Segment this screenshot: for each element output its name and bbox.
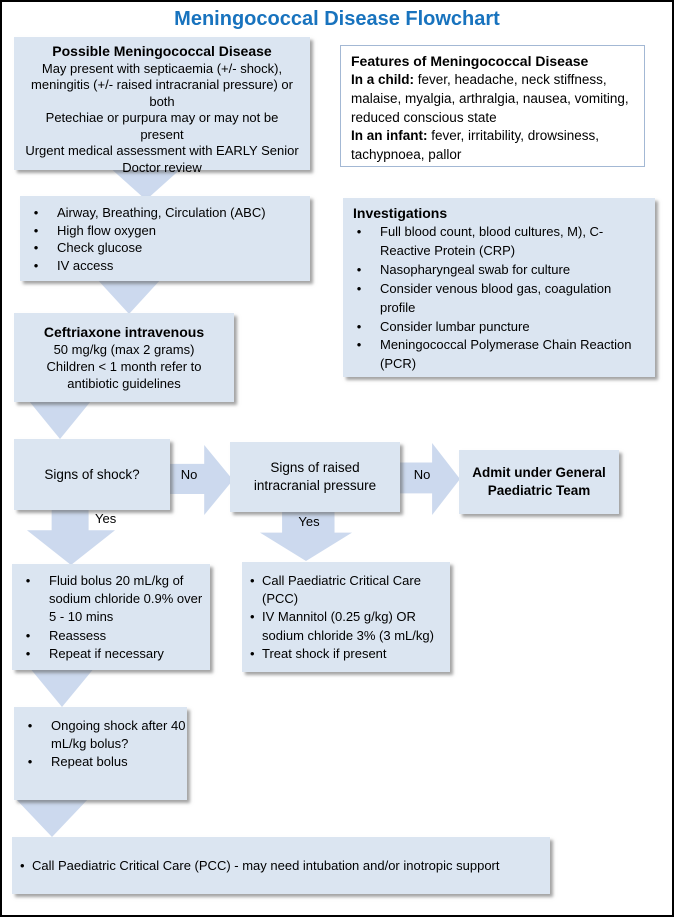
possible-disease-text: Petechiae or purpura may or may not be p… (45, 110, 279, 142)
list-item-text: Full blood count, blood cultures, M), C-… (380, 224, 604, 259)
bullet-icon: • (25, 573, 31, 588)
list-item: • Full blood count, blood cultures, M), C… (343, 223, 647, 261)
investigations-title: Investigations (353, 205, 448, 221)
possible-disease-title: Possible Meningococcal Disease (52, 43, 272, 59)
ceftriaxone-dose: 50 mg/kg (max 2 grams) (53, 342, 195, 357)
ceftriaxone-box: Ceftriaxone intravenous 50 mg/kg (max 2 … (14, 313, 234, 402)
fluid-bolus-box: • Fluid bolus 20 mL/kg of sodium chloride… (12, 564, 210, 670)
admit-box: Admit under General Paediatric Team (459, 450, 619, 514)
bullet-icon: • (356, 224, 362, 240)
bullet-icon: • (27, 718, 33, 733)
list-item-text: Call Paediatric Critical Care (PCC) (262, 573, 421, 607)
list-item-text: Meningococcal Polymerase Chain Reaction … (380, 337, 632, 372)
bullet-icon: • (356, 337, 362, 353)
possible-disease-text: May present with septicaemia (+/- shock)… (31, 60, 293, 109)
features-title: Features of Meningococcal Disease (351, 53, 589, 69)
list-item: • Repeat if necessary (12, 645, 210, 663)
down-arrow-icon (29, 401, 91, 439)
icp-decision-label: Signs of raised intracranial pressure (253, 460, 377, 493)
pcc-icp-box: • Call Paediatric Critical Care (PCC) • IV… (242, 562, 450, 672)
bullet-icon: • (356, 280, 362, 296)
bullet-icon: • (250, 609, 255, 625)
investigations-box: Investigations • Full blood count, blood … (343, 198, 655, 377)
admit-label: Admit under General Paediatric Team (472, 465, 606, 498)
list-item-text: Consider lumbar puncture (380, 318, 530, 334)
down-arrow-icon (96, 278, 162, 314)
bullet-icon: • (250, 645, 255, 661)
list-item: • High flow oxygen (20, 222, 310, 240)
bullet-icon: • (33, 222, 39, 238)
list-item: • Ongoing shock after 40 mL/kg bolus? (14, 717, 187, 753)
bullet-icon: • (33, 205, 39, 220)
list-item: • Airway, Breathing, Circulation (ABC) (20, 204, 310, 222)
list-item: • Consider lumbar puncture (343, 318, 647, 337)
possible-disease-text: Urgent medical assessment with EARLY Sen… (25, 143, 299, 175)
features-box: Features of Meningococcal Disease In a c… (340, 45, 645, 167)
no-label: No (413, 467, 431, 482)
features-infant-detail: fever, irritability, drowsiness, tachypn… (351, 128, 600, 162)
list-item-text: Check glucose (57, 240, 143, 256)
list-item-text: High flow oxygen (57, 222, 156, 238)
list-item: • Reassess (12, 627, 210, 645)
yes-label: Yes (298, 514, 320, 529)
page-title: Meningococcal Disease Flowchart (174, 8, 500, 30)
bullet-icon: • (25, 645, 31, 661)
bullet-icon: • (20, 857, 25, 873)
features-child-detail: fever, headache, neck stiffness, malaise… (351, 72, 629, 125)
list-item: • IV Mannitol (0.25 g/kg) OR sodium chlor… (250, 608, 444, 644)
abc-box: • Airway, Breathing, Circulation (ABC) • H… (20, 196, 310, 281)
no-label: No (180, 467, 198, 482)
list-item-text: Call Paediatric Critical Care (PCC) - ma… (32, 857, 500, 873)
possible-disease-box: Possible Meningococcal Disease May prese… (14, 37, 310, 175)
list-item-text: Repeat if necessary (49, 645, 164, 661)
list-item: • IV access (20, 257, 310, 275)
shock-decision-box: Signs of shock? (14, 439, 170, 510)
list-item-text: Nasopharyngeal swab for culture (380, 261, 571, 277)
down-arrow-icon (14, 797, 90, 837)
bullet-icon: • (33, 240, 39, 256)
bullet-icon: • (250, 573, 255, 588)
list-item: • Meningococcal Polymerase Chain Reaction… (343, 336, 647, 374)
list-item: • Fluid bolus 20 mL/kg of sodium chloride… (12, 572, 210, 627)
down-arrow-icon (29, 667, 95, 707)
list-item-text: Airway, Breathing, Circulation (ABC) (57, 205, 266, 220)
ceftriaxone-note: Children < 1 month refer to antibiotic g… (46, 359, 202, 392)
list-item-text: IV Mannitol (0.25 g/kg) OR sodium chlori… (262, 609, 434, 643)
pcc-final-box: • Call Paediatric Critical Care (PCC) - m… (12, 837, 550, 894)
list-item: • Check glucose (20, 239, 310, 257)
list-item: • Consider venous blood gas, coagulation … (343, 280, 647, 318)
list-item-text: Reassess (49, 627, 107, 643)
features-child-label: In a child: (351, 72, 415, 88)
ceftriaxone-title: Ceftriaxone intravenous (43, 323, 205, 340)
bullet-icon: • (33, 257, 39, 273)
list-item: • Call Paediatric Critical Care (PCC) - m… (20, 857, 540, 874)
bullet-icon: • (356, 261, 362, 277)
list-item-text: Repeat bolus (51, 754, 128, 770)
bullet-icon: • (27, 754, 33, 770)
bullet-icon: • (356, 318, 362, 334)
list-item-text: Ongoing shock after 40 mL/kg bolus? (51, 718, 186, 752)
list-item-text: IV access (57, 257, 114, 273)
list-item-text: Fluid bolus 20 mL/kg of sodium chloride … (49, 573, 203, 625)
list-item-text: Treat shock if present (262, 645, 387, 661)
icp-decision-box: Signs of raised intracranial pressure (230, 442, 400, 512)
features-child-text: In a child: fever, headache, neck stiffn… (351, 71, 634, 127)
features-infant-label: In an infant: (351, 128, 428, 144)
bullet-icon: • (25, 627, 31, 643)
list-item: • Treat shock if present (250, 645, 444, 663)
ongoing-shock-box: • Ongoing shock after 40 mL/kg bolus? • Re… (14, 707, 187, 800)
shock-decision-label: Signs of shock? (44, 466, 140, 482)
yes-label: Yes (95, 511, 117, 526)
list-item: • Nasopharyngeal swab for culture (343, 261, 647, 280)
list-item: • Repeat bolus (14, 753, 187, 771)
list-item-text: Consider venous blood gas, coagulation p… (380, 280, 612, 315)
list-item: • Call Paediatric Critical Care (PCC) (250, 572, 444, 608)
features-infant-text: In an infant: fever, irritability, drows… (351, 127, 634, 164)
